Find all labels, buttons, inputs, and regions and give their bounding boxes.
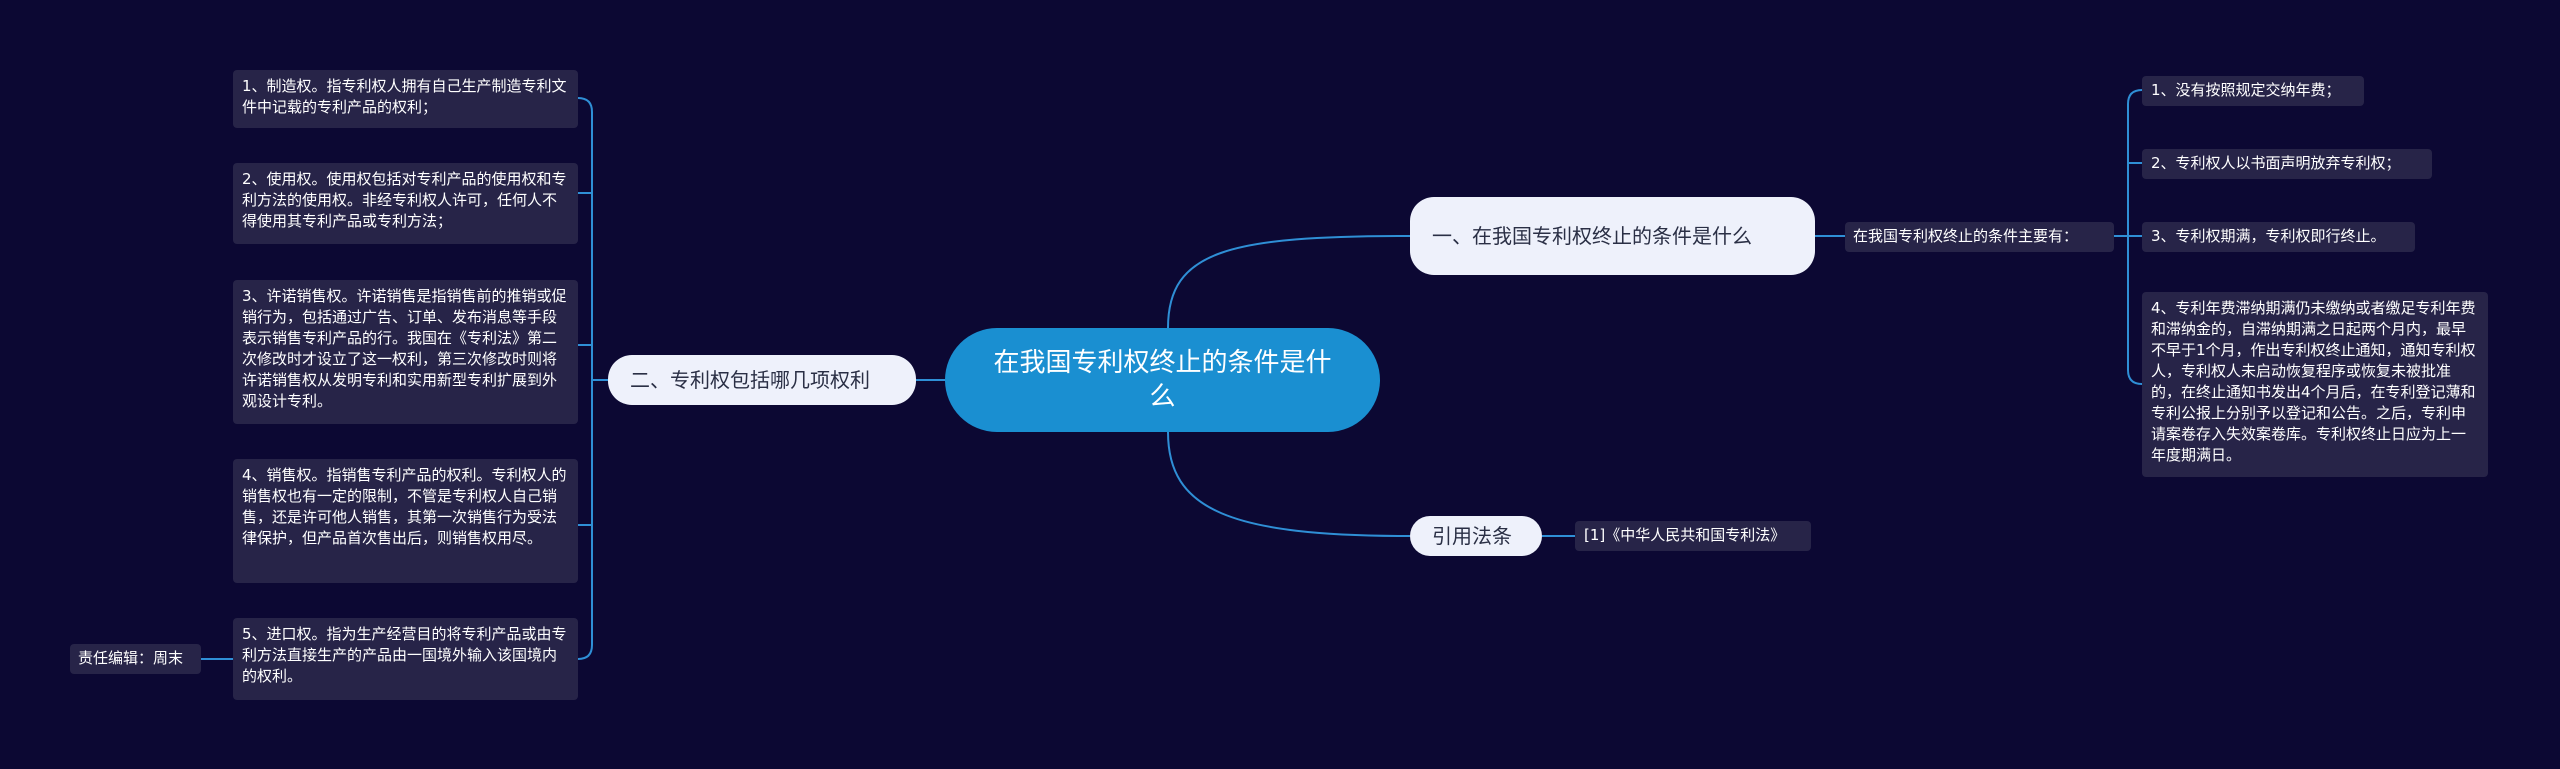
right-text: 4、销售权。指销售专利产品的权利。专利权人的销售权也有一定的限制，不管是专利权人… xyxy=(242,466,567,547)
right-item-1[interactable]: 1、制造权。指专利权人拥有自己生产制造专利文件中记载的专利产品的权利； xyxy=(233,70,578,128)
root-node[interactable]: 在我国专利权终止的条件是什么 xyxy=(945,328,1380,432)
right-text: 1、制造权。指专利权人拥有自己生产制造专利文件中记载的专利产品的权利； xyxy=(242,77,567,116)
condition-text: 3、专利权期满，专利权即行终止。 xyxy=(2151,227,2386,245)
condition-item-2[interactable]: 2、专利权人以书面声明放弃专利权； xyxy=(2142,149,2432,179)
link-branch2-items xyxy=(577,97,608,660)
summary-label: 在我国专利权终止的条件主要有： xyxy=(1853,227,2079,245)
condition-item-1[interactable]: 1、没有按照规定交纳年费； xyxy=(2142,76,2364,106)
branch-cited-law[interactable]: 引用法条 xyxy=(1410,516,1542,556)
branch1-label: 一、在我国专利权终止的条件是什么 xyxy=(1432,224,1752,248)
editor-label: 责任编辑：周末 xyxy=(78,649,184,667)
right-item-3[interactable]: 3、许诺销售权。许诺销售是指销售前的推销或促销行为，包括通过广告、订单、发布消息… xyxy=(233,280,578,424)
condition-item-4[interactable]: 4、专利年费滞纳期满仍未缴纳或者缴足专利年费和滞纳金的，自滞纳期满之日起两个月内… xyxy=(2142,292,2488,477)
summary-node[interactable]: 在我国专利权终止的条件主要有： xyxy=(1845,222,2114,252)
condition-text: 1、没有按照规定交纳年费； xyxy=(2151,81,2341,99)
right-item-5[interactable]: 5、进口权。指为生产经营目的将专利产品或由专利方法直接生产的产品由一国境外输入该… xyxy=(233,618,578,700)
condition-text: 4、专利年费滞纳期满仍未缴纳或者缴足专利年费和滞纳金的，自滞纳期满之日起两个月内… xyxy=(2151,299,2476,464)
right-text: 5、进口权。指为生产经营目的将专利产品或由专利方法直接生产的产品由一国境外输入该… xyxy=(242,625,567,685)
right-text: 3、许诺销售权。许诺销售是指销售前的推销或促销行为，包括通过广告、订单、发布消息… xyxy=(242,287,567,410)
right-text: 2、使用权。使用权包括对专利产品的使用权和专利方法的使用权。非经专利权人许可，任… xyxy=(242,170,567,230)
citation-text: [1]《中华人民共和国专利法》 xyxy=(1584,526,1786,544)
citation-item-1[interactable]: [1]《中华人民共和国专利法》 xyxy=(1575,521,1811,551)
branch-termination-conditions[interactable]: 一、在我国专利权终止的条件是什么 xyxy=(1410,197,1815,275)
branch3-label: 引用法条 xyxy=(1432,524,1512,548)
link-root-branch1 xyxy=(1167,235,1411,329)
right-item-4[interactable]: 4、销售权。指销售专利产品的权利。专利权人的销售权也有一定的限制，不管是专利权人… xyxy=(233,459,578,583)
editor-node[interactable]: 责任编辑：周末 xyxy=(70,644,201,674)
branch-patent-rights[interactable]: 二、专利权包括哪几项权利 xyxy=(608,355,916,405)
right-item-2[interactable]: 2、使用权。使用权包括对专利产品的使用权和专利方法的使用权。非经专利权人许可，任… xyxy=(233,163,578,244)
link-root-branch3 xyxy=(1167,431,1411,537)
branch2-label: 二、专利权包括哪几项权利 xyxy=(630,368,870,392)
link-summary-items xyxy=(2114,89,2143,385)
condition-item-3[interactable]: 3、专利权期满，专利权即行终止。 xyxy=(2142,222,2415,252)
condition-text: 2、专利权人以书面声明放弃专利权； xyxy=(2151,154,2401,172)
root-label: 在我国专利权终止的条件是什么 xyxy=(993,348,1332,412)
